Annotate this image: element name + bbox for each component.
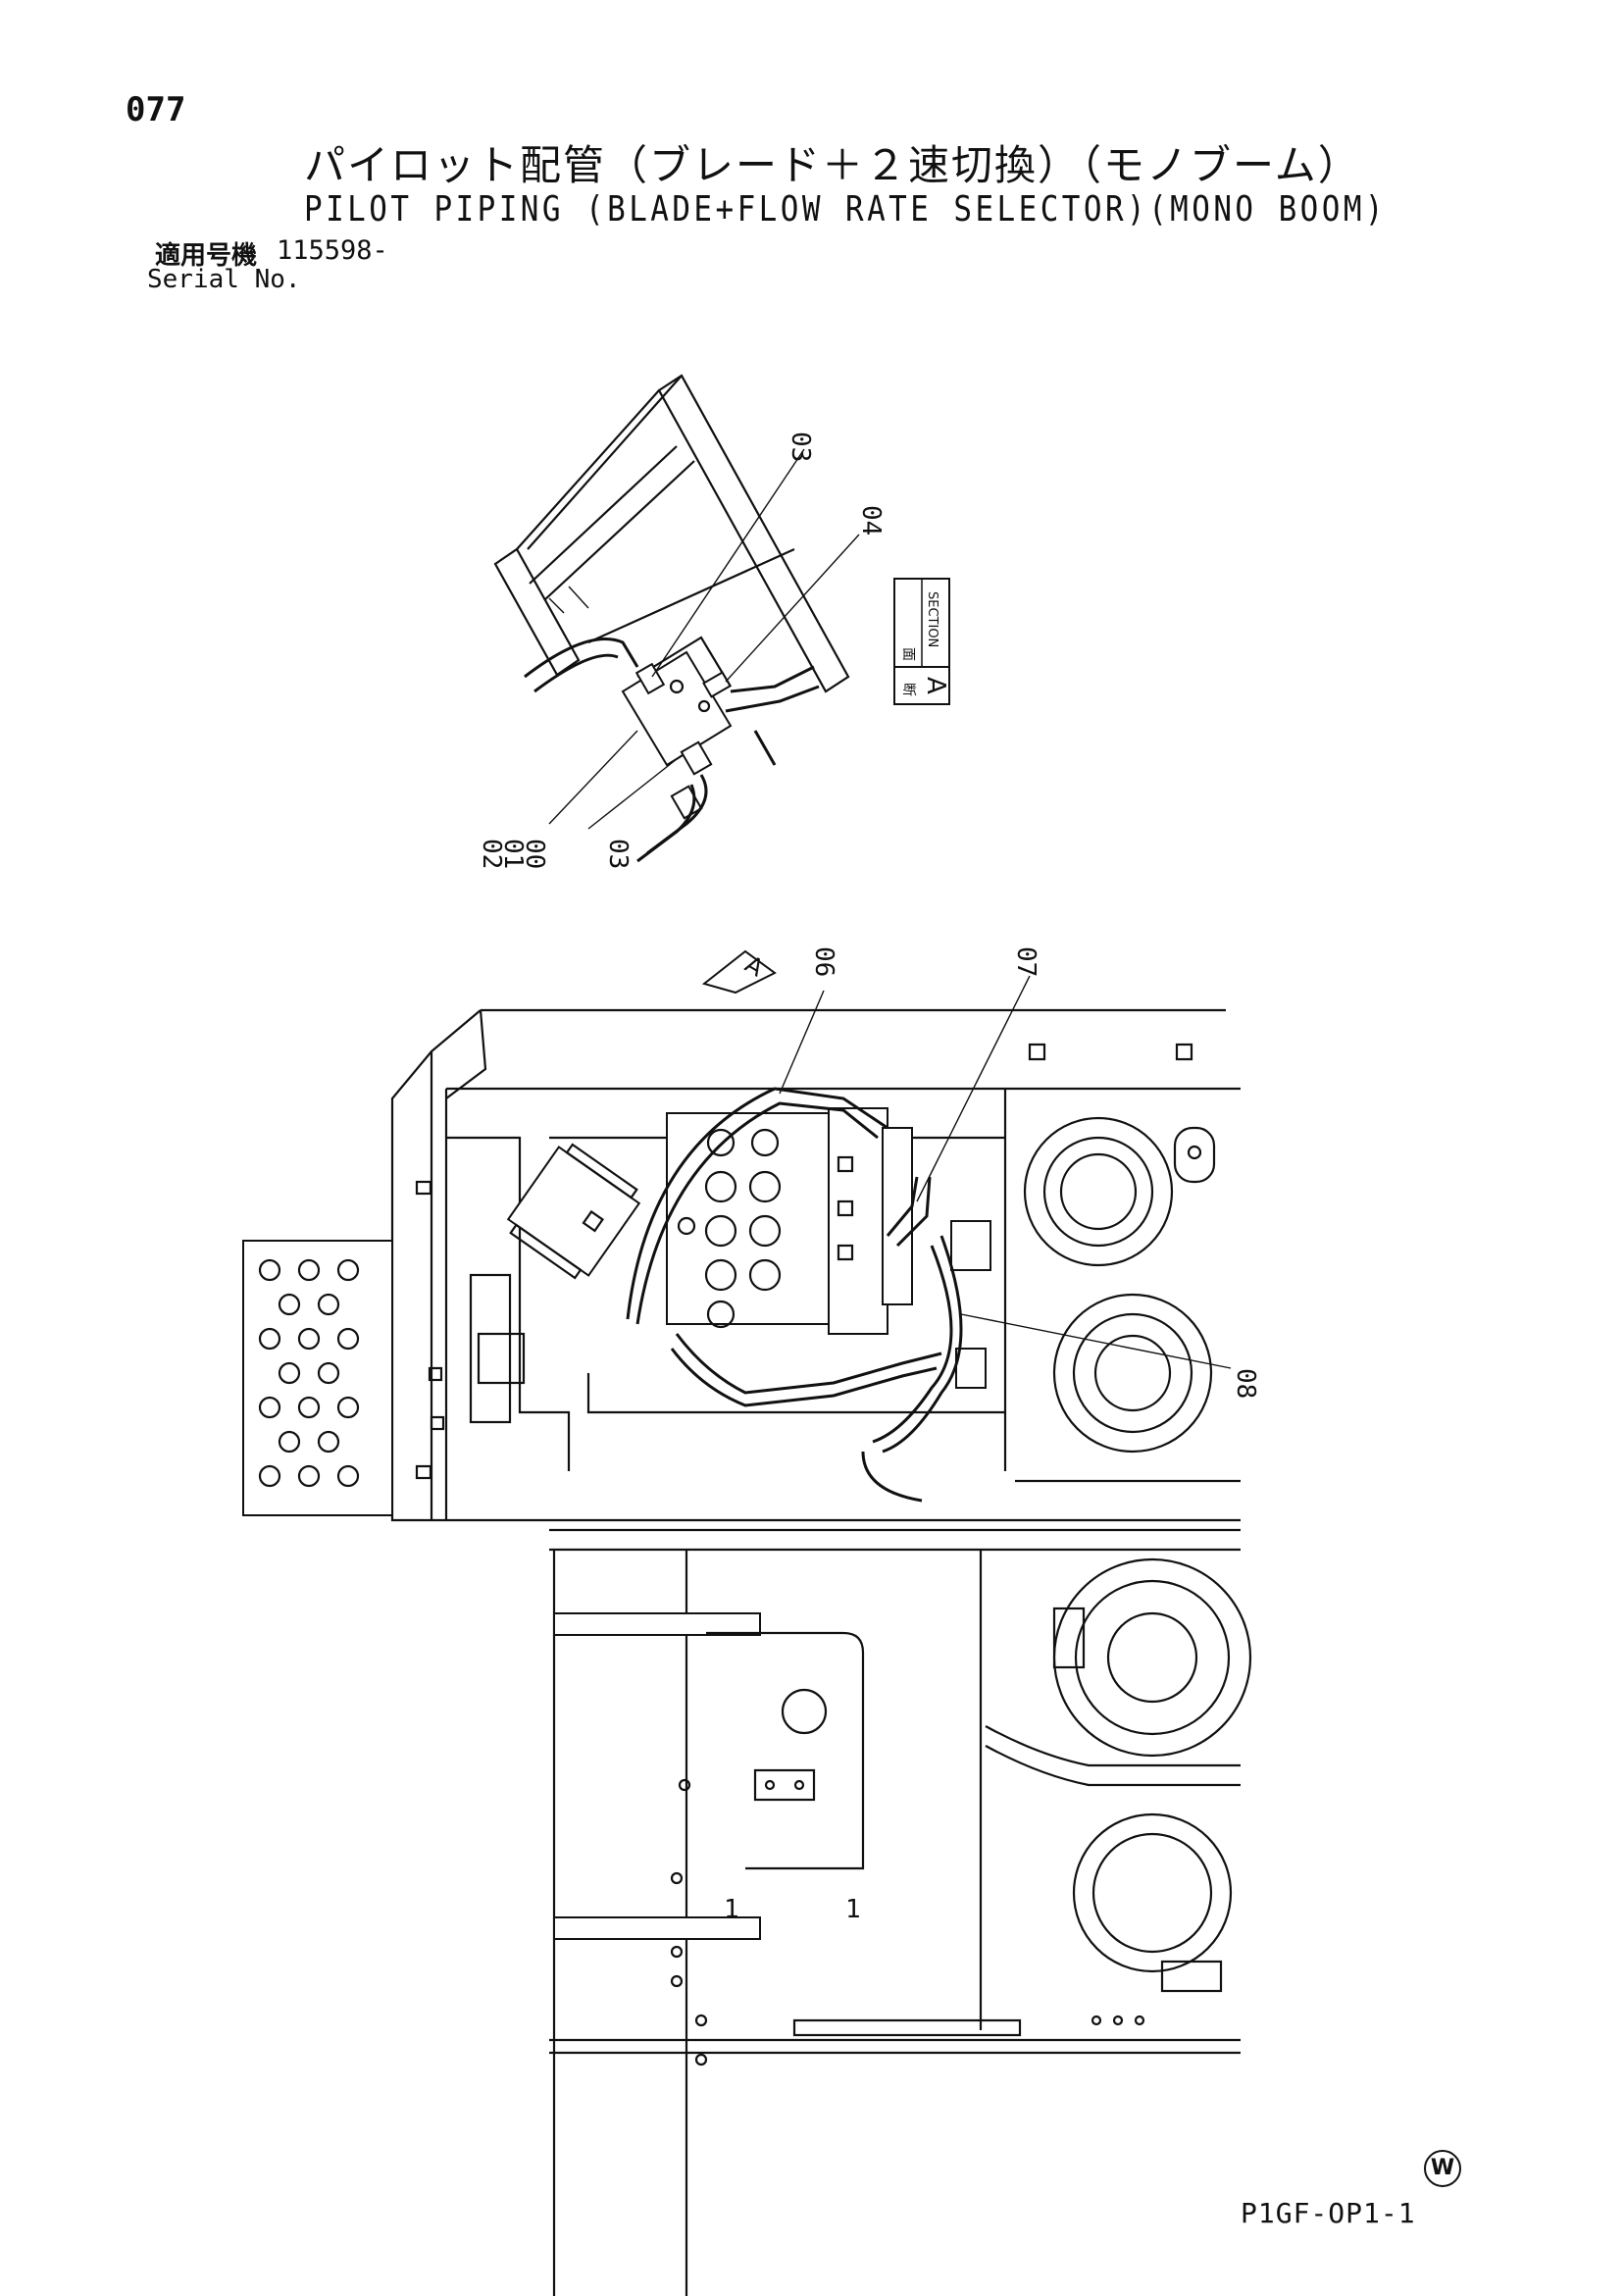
section-en: SECTION <box>925 591 939 647</box>
plate-holes <box>258 1258 360 1488</box>
section-a-detail <box>493 374 860 863</box>
title-english: PILOT PIPING (BLADE+FLOW RATE SELECTOR)(… <box>304 189 1387 230</box>
section-letter: A <box>921 677 950 694</box>
part-label-00: 00 <box>520 839 549 869</box>
part-label-03: 03 <box>603 839 633 869</box>
page-number: 077 <box>126 90 186 129</box>
svg-text:1: 1 <box>845 1895 861 1924</box>
control-valve <box>666 1107 913 1335</box>
part-label-08: 08 <box>1231 1368 1260 1399</box>
view-arrow-a: A <box>701 949 777 995</box>
svg-text:1: 1 <box>724 1895 739 1924</box>
section-jp-1: 断 <box>900 683 916 696</box>
solenoid-valve <box>506 1143 641 1280</box>
serial-number-value: 115598- <box>277 235 388 266</box>
part-label-06: 06 <box>809 946 838 977</box>
section-a-box: 断 面 SECTION A <box>893 578 950 705</box>
footer-code: P1GF-OP1-1 <box>1241 2197 1416 2229</box>
part-label-04: 03 <box>786 432 815 462</box>
serial-label-english: Serial No. <box>147 265 301 294</box>
section-jp-2: 面 <box>900 647 916 661</box>
part-label-01: 01 <box>498 839 528 869</box>
title-japanese: パイロット配管（ブレード＋２速切換）（モノブーム） <box>304 141 1361 189</box>
main-view: A <box>242 949 1252 2296</box>
part-label-05: 04 <box>856 505 886 536</box>
serial-label-japanese: 適用号機 <box>155 241 258 271</box>
footer-mark: W <box>1424 2150 1461 2187</box>
part-label-02: 02 <box>477 839 506 869</box>
part-label-07: 07 <box>1011 946 1040 977</box>
